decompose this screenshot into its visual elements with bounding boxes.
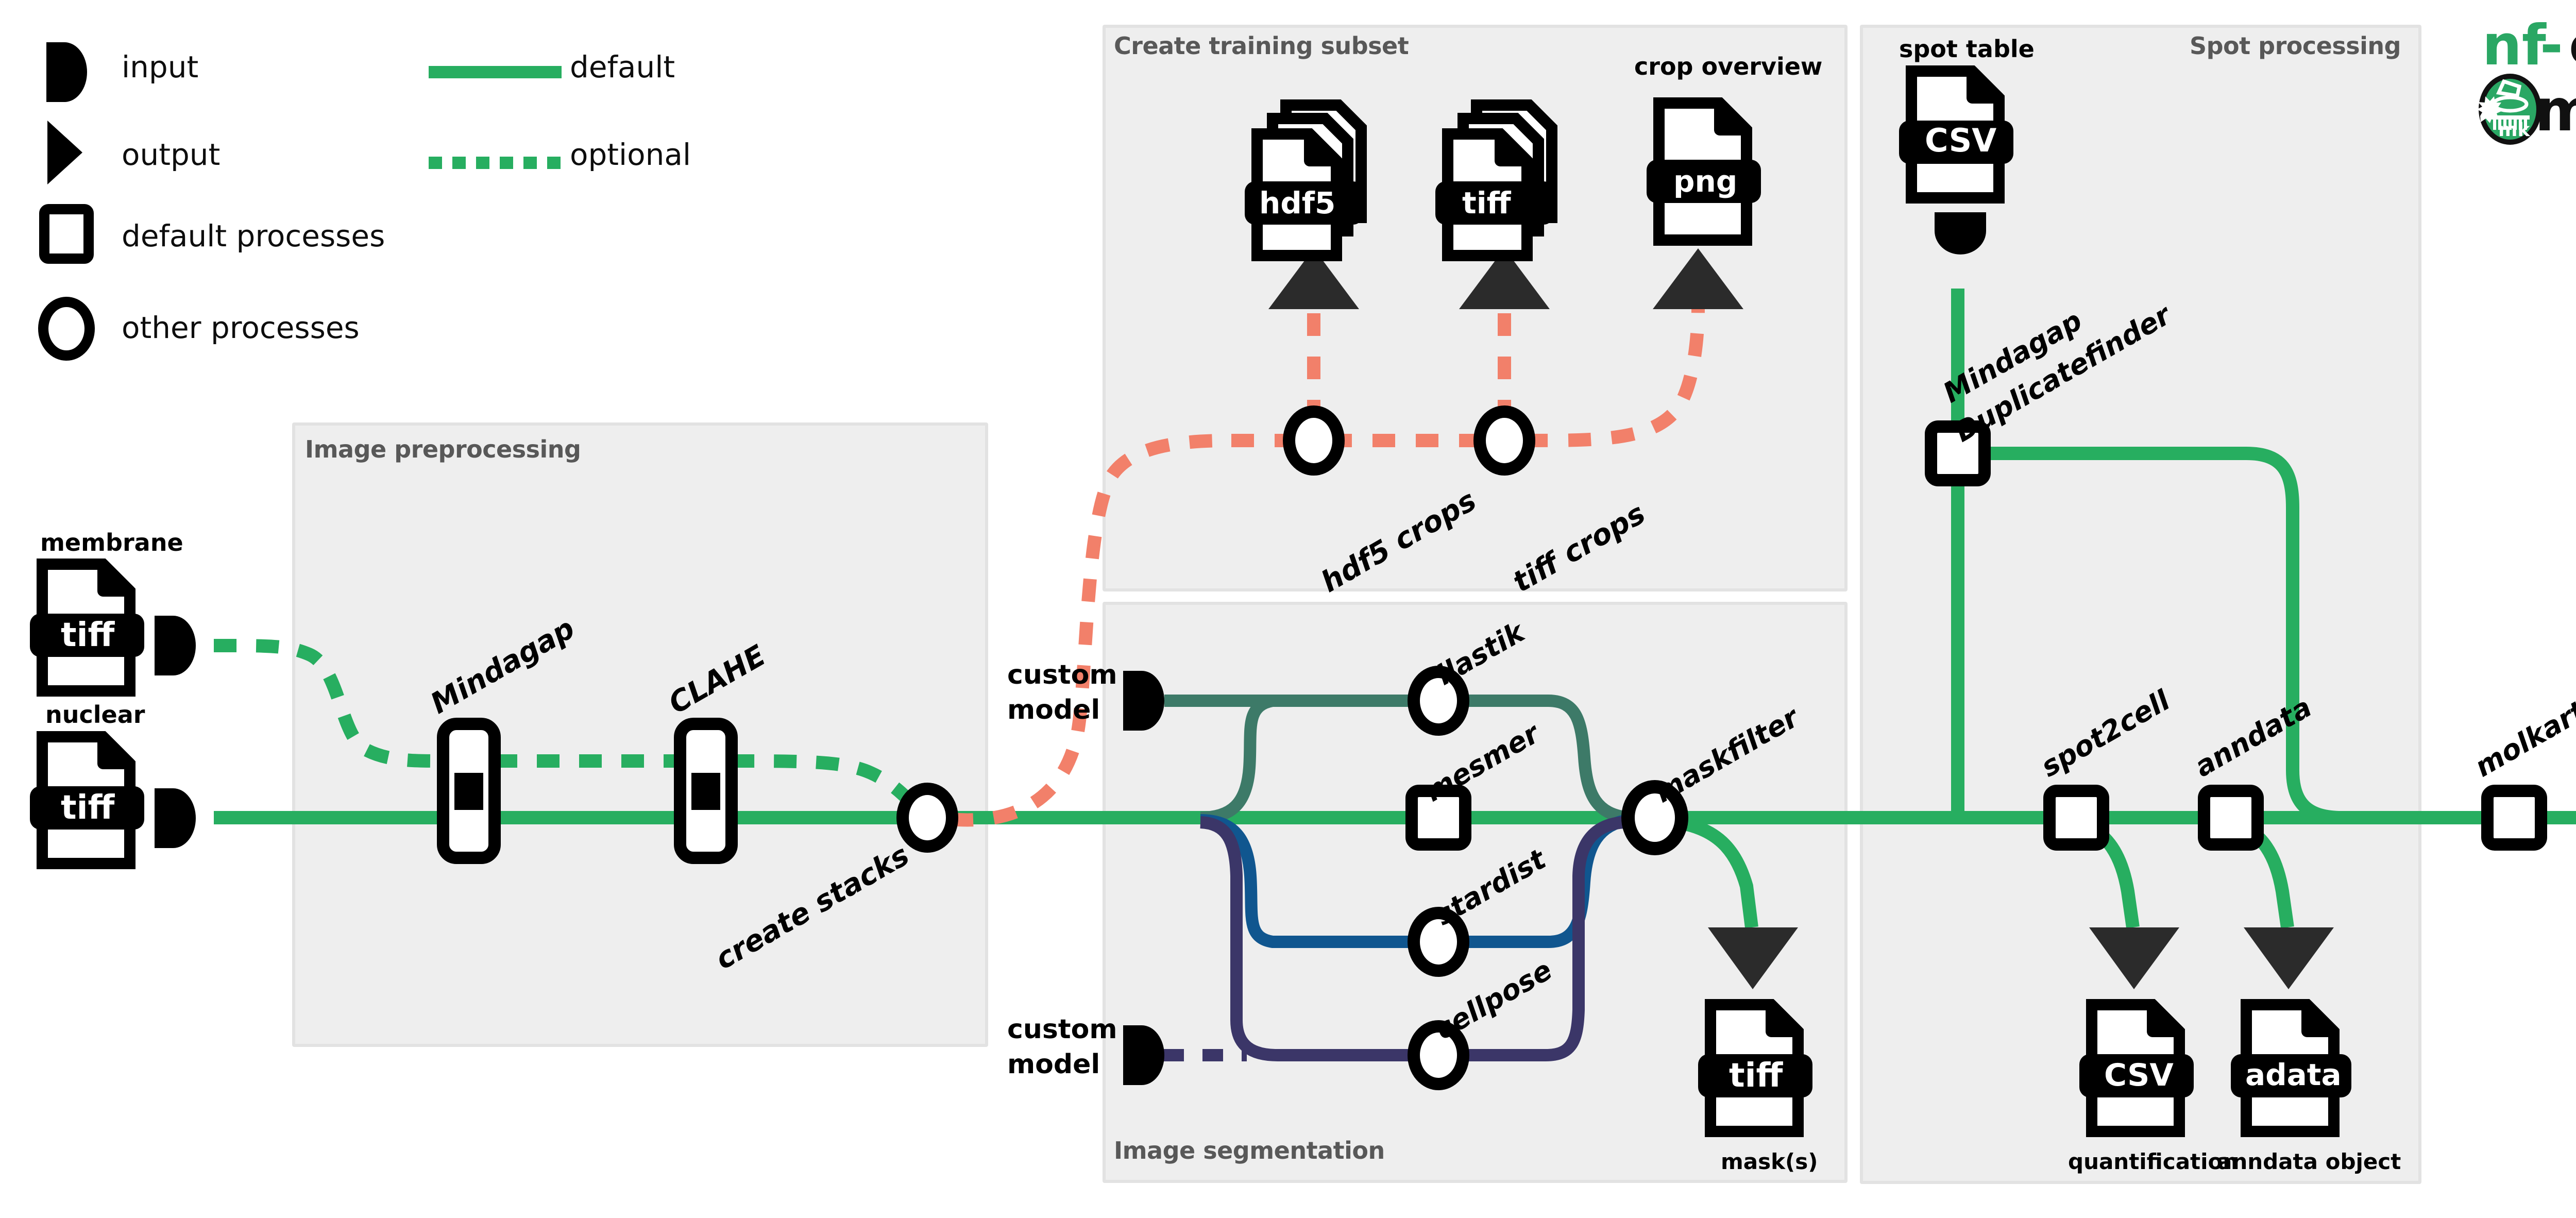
custom-model-cellpose-line2: model xyxy=(1007,1049,1100,1080)
file-ext-membrane: tiff xyxy=(61,616,115,654)
file-ext-spot-table: csv xyxy=(1925,122,1997,159)
brand-pipeline-name: molkart xyxy=(2535,77,2576,144)
input-connector-nuclear xyxy=(155,788,196,848)
panel-spot-processing xyxy=(1860,25,2421,1184)
brand-dash: - xyxy=(2540,13,2563,78)
file-ext-quantification: csv xyxy=(2104,1057,2174,1093)
panel-title-create-training-subset: Create training subset xyxy=(1114,32,1409,60)
custom-model-ilastik-line2: model xyxy=(1007,695,1100,725)
legend-label-input: input xyxy=(122,49,199,84)
caption-masks: mask(s) xyxy=(1721,1149,1818,1174)
caption-nuclear: nuclear xyxy=(45,701,145,729)
legend-label-other-processes: other processes xyxy=(122,310,360,345)
file-ext-nuclear: tiff xyxy=(61,789,115,827)
brand-nf: nf xyxy=(2482,13,2546,78)
panel-title-image-preprocessing: Image preprocessing xyxy=(305,435,581,463)
file-ext-crop-overview: png xyxy=(1673,164,1738,199)
legend-label-output: output xyxy=(122,137,221,172)
custom-model-ilastik-line1: custom xyxy=(1007,659,1117,690)
caption-quantification: quantification xyxy=(2068,1149,2239,1174)
input-connector-membrane xyxy=(155,616,196,675)
legend-label-default-processes: default processes xyxy=(122,218,385,253)
file-ext-anndata-object: adata xyxy=(2245,1057,2342,1092)
panel-title-image-segmentation: Image segmentation xyxy=(1114,1137,1385,1164)
caption-crop-overview: crop overview xyxy=(1634,53,1823,80)
process-label-molkartqc: molkartqc xyxy=(2469,676,2576,784)
caption-spot-table: spot table xyxy=(1899,35,2035,63)
brand-core: core/ xyxy=(2569,13,2576,78)
panel-image-preprocessing xyxy=(292,422,988,1047)
panel-title-spot-processing: Spot processing xyxy=(2190,32,2401,60)
file-ext-masks: tiff xyxy=(1729,1057,1783,1095)
legend-label-default-line: default xyxy=(570,49,675,84)
caption-anndata-object: anndata object xyxy=(2217,1149,2401,1174)
process-node-molkartqc xyxy=(2481,785,2547,851)
custom-model-cellpose-line1: custom xyxy=(1007,1014,1117,1045)
molkart-badge-label: mk xyxy=(2498,120,2530,141)
caption-membrane: membrane xyxy=(40,529,183,556)
file-ext-hdf5-crops: hdf5 xyxy=(1259,185,1336,221)
legend-label-optional-line: optional xyxy=(570,137,691,172)
file-ext-tiff-crops: tiff xyxy=(1462,185,1511,221)
